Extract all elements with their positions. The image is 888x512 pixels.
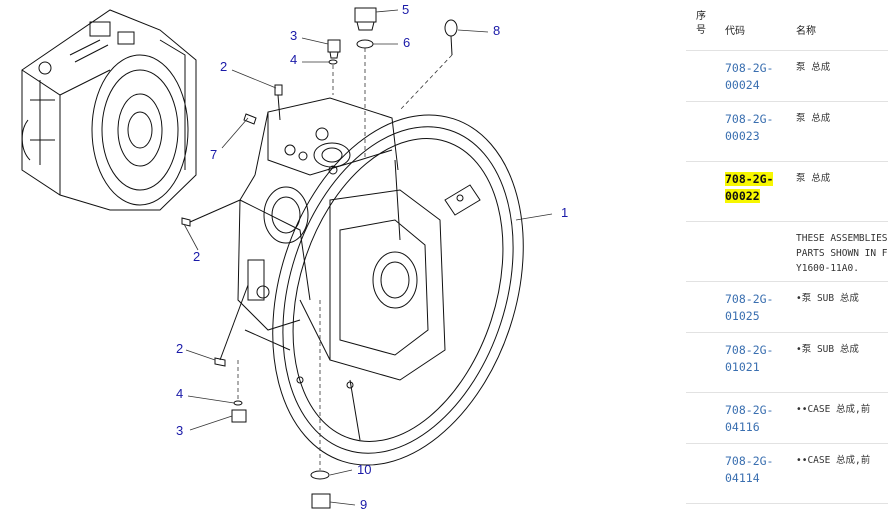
part-name: ••CASE 总成,前 bbox=[796, 455, 871, 466]
part-code-link[interactable]: 708-2G- 04116 bbox=[725, 402, 775, 436]
table-row: 708-2G- 01025 •泵 SUB 总成 bbox=[686, 281, 888, 332]
part-code-link[interactable]: 708-2G- 00022 bbox=[725, 171, 775, 205]
callout-3-lower[interactable]: 3 bbox=[176, 423, 184, 438]
code-line2: 01021 bbox=[725, 360, 760, 374]
code-line1: 708-2G- bbox=[725, 343, 774, 357]
code-line2: 04114 bbox=[725, 471, 760, 485]
part-code-link[interactable]: 708-2G- 04114 bbox=[725, 453, 775, 487]
table-row: 708-2G- 04114 ••CASE 总成,前 bbox=[686, 443, 888, 504]
part-name: 泵 总成 bbox=[796, 113, 831, 124]
part-name: 泵 总成 bbox=[796, 62, 831, 73]
callout-2-left[interactable]: 2 bbox=[193, 249, 201, 264]
callout-4-top[interactable]: 4 bbox=[290, 52, 298, 67]
callout-2-lower[interactable]: 2 bbox=[176, 341, 184, 356]
code-line2: 00022 bbox=[725, 189, 760, 203]
header-no: 序 号 bbox=[696, 10, 706, 38]
code-line1: 708-2G- bbox=[725, 292, 774, 306]
leader-lines bbox=[183, 9, 553, 506]
table-row: 708-2G- 01021 •泵 SUB 总成 bbox=[686, 332, 888, 392]
pump-assembly-thumbnail bbox=[21, 9, 197, 211]
parts-list-table: 序 号 代码 名称 708-2G- 00024 泵 总成 708-2G- 000… bbox=[686, 0, 888, 510]
table-row: 708-2G- 04116 ••CASE 总成,前 bbox=[686, 392, 888, 443]
main-pump-body bbox=[237, 97, 399, 351]
table-row-highlighted: 708-2G- 00022 泵 总成 bbox=[686, 161, 888, 221]
callout-1[interactable]: 1 bbox=[561, 205, 569, 220]
callout-2-top[interactable]: 2 bbox=[220, 59, 228, 74]
part-name: ••CASE 总成,前 bbox=[796, 404, 871, 415]
code-line2: 00024 bbox=[725, 78, 760, 92]
callout-7[interactable]: 7 bbox=[210, 147, 218, 162]
header-no-line1: 序 bbox=[696, 11, 706, 22]
callout-5[interactable]: 5 bbox=[402, 2, 410, 17]
callout-3-top[interactable]: 3 bbox=[290, 28, 298, 43]
code-line1: 708-2G- bbox=[725, 172, 774, 186]
header-code: 代码 bbox=[725, 26, 745, 37]
exploded-parts-diagram: 5 3 6 8 4 2 7 1 2 2 4 3 10 9 bbox=[21, 2, 569, 512]
note-line3: Y1600-11A0. bbox=[796, 263, 859, 274]
code-line1: 708-2G- bbox=[725, 112, 774, 126]
note-text: THESE ASSEMBLIES PARTS SHOWN IN FI Y1600… bbox=[796, 231, 888, 276]
table-row: 708-2G- 00023 泵 总成 bbox=[686, 101, 888, 161]
part-code-link[interactable]: 708-2G- 00024 bbox=[725, 60, 775, 94]
table-row-note: THESE ASSEMBLIES PARTS SHOWN IN FI Y1600… bbox=[686, 221, 888, 281]
note-line1: THESE ASSEMBLIES bbox=[796, 233, 888, 244]
code-line2: 00023 bbox=[725, 129, 760, 143]
part-name: 泵 总成 bbox=[796, 173, 831, 184]
callout-10[interactable]: 10 bbox=[357, 462, 372, 477]
code-line1: 708-2G- bbox=[725, 454, 774, 468]
part-name: •泵 SUB 总成 bbox=[796, 344, 859, 355]
note-line2: PARTS SHOWN IN FI bbox=[796, 248, 888, 259]
callout-8[interactable]: 8 bbox=[493, 23, 501, 38]
small-parts bbox=[181, 7, 458, 509]
part-code-link[interactable]: 708-2G- 00023 bbox=[725, 111, 775, 145]
callout-6[interactable]: 6 bbox=[403, 35, 411, 50]
code-line1: 708-2G- bbox=[725, 403, 774, 417]
flange-housing bbox=[272, 114, 524, 466]
part-name: •泵 SUB 总成 bbox=[796, 293, 859, 304]
part-code-link[interactable]: 708-2G- 01021 bbox=[725, 342, 775, 376]
callout-9[interactable]: 9 bbox=[360, 497, 368, 512]
table-row: 708-2G- 00024 泵 总成 bbox=[686, 50, 888, 101]
code-line2: 04116 bbox=[725, 420, 760, 434]
header-name: 名称 bbox=[796, 26, 816, 37]
pump-drawing bbox=[21, 7, 553, 509]
code-line2: 01025 bbox=[725, 309, 760, 323]
callout-4-lower[interactable]: 4 bbox=[176, 386, 184, 401]
code-line1: 708-2G- bbox=[725, 61, 774, 75]
header-no-line2: 号 bbox=[696, 25, 706, 36]
part-code-link[interactable]: 708-2G- 01025 bbox=[725, 291, 775, 325]
